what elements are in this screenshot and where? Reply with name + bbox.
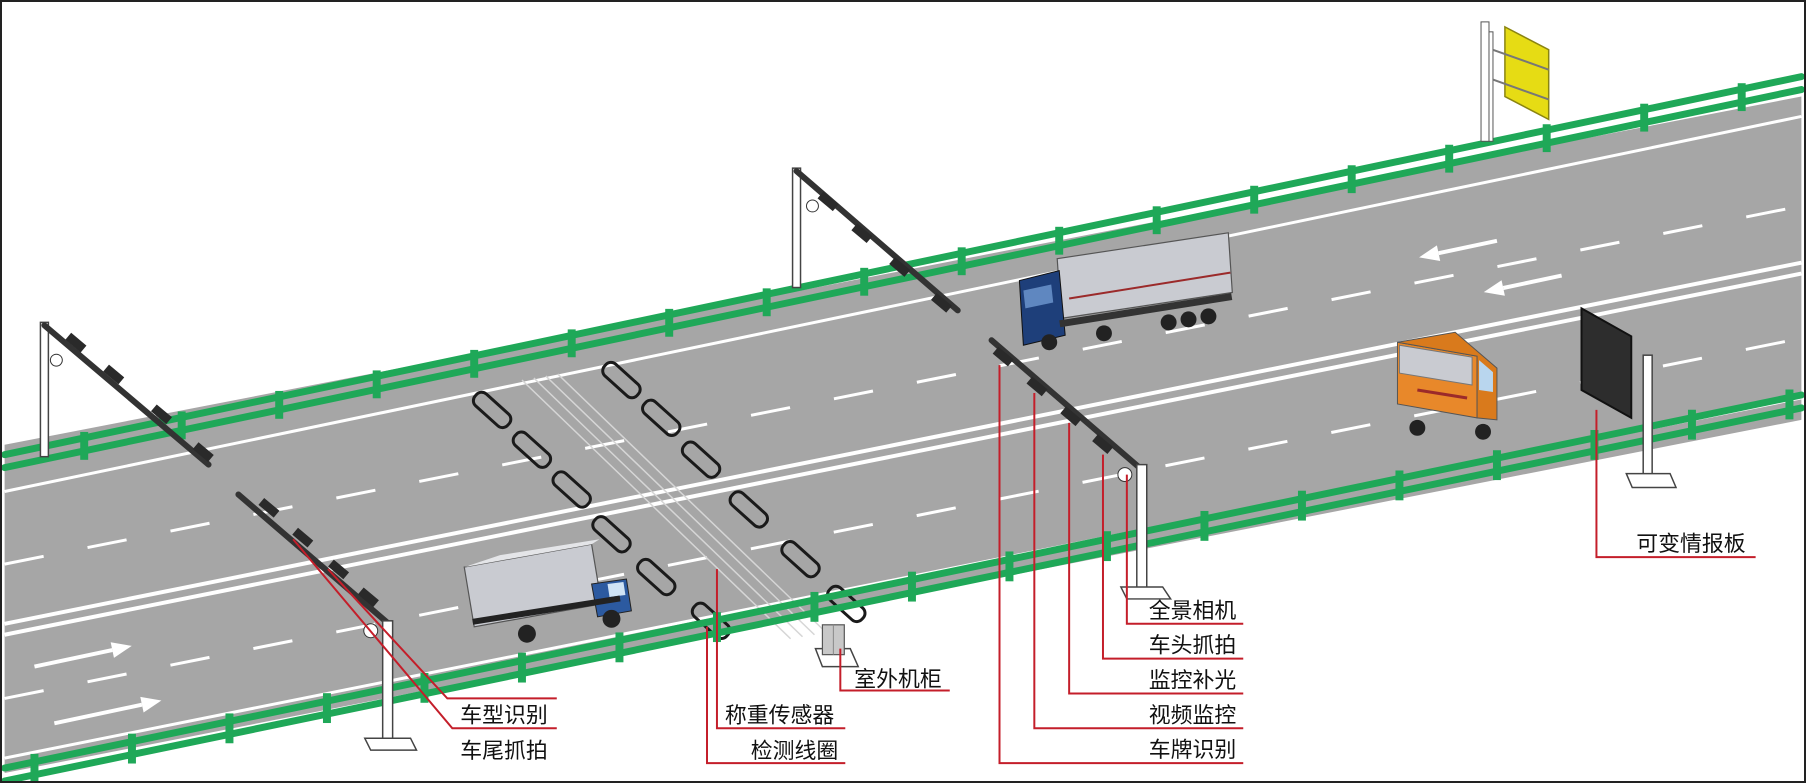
detection-loop — [601, 360, 642, 400]
near-guardrail — [2, 391, 1804, 781]
guardrail-post — [225, 713, 234, 744]
guardrail-post — [1737, 83, 1746, 112]
arrow-right-icon — [34, 642, 132, 669]
orange-van — [1396, 331, 1498, 440]
guardrail-post — [1005, 551, 1014, 582]
guardrail-post — [470, 349, 479, 378]
detection-loop — [636, 557, 677, 597]
guardrail-post — [1055, 226, 1064, 255]
label-monitor-light: 监控补光 — [1149, 668, 1237, 693]
guardrail-post — [80, 431, 89, 460]
guardrail-post — [860, 267, 869, 296]
guardrail-post — [615, 632, 624, 663]
detection-loop — [641, 398, 682, 438]
gantry-center-near — [988, 337, 1173, 600]
guardrail-post — [762, 288, 771, 317]
outdoor-cabinet — [814, 624, 860, 668]
detection-loops — [471, 360, 867, 641]
guardrail-post — [1687, 409, 1696, 440]
guardrail-post — [1297, 490, 1306, 521]
direction-arrows — [34, 238, 1563, 726]
label-video-monitor: 视频监控 — [1149, 703, 1237, 728]
label-rear-capture: 车尾抓拍 — [460, 739, 548, 764]
guardrail-post — [567, 329, 576, 358]
guardrail-post — [665, 308, 674, 337]
guardrail-post — [127, 733, 136, 764]
label-vehicle-type: 车型识别 — [460, 703, 548, 728]
label-weighing-sensor: 称重传感器 — [725, 703, 834, 728]
weighing-sensor-strips — [521, 373, 827, 640]
road-surface — [4, 96, 1802, 774]
label-loop-detector: 检测线圈 — [751, 739, 839, 764]
guardrail-post — [810, 591, 819, 622]
lane-markings — [4, 114, 1802, 760]
guardrail-post — [1200, 510, 1209, 541]
guardrail-post — [1542, 124, 1551, 153]
guardrail-post — [957, 247, 966, 276]
semi-truck — [1018, 232, 1233, 351]
guardrail-post — [275, 390, 284, 419]
detection-loop — [511, 430, 553, 469]
guardrail-post — [30, 753, 39, 781]
gantry-center-far — [791, 167, 961, 314]
guardrail-post — [1102, 531, 1111, 562]
guardrail-post — [1347, 165, 1356, 194]
label-front-capture: 车头抓拍 — [1149, 634, 1237, 659]
labels: 车型识别 车尾抓拍 称重传感器 检测线圈 室外机柜 全景相机 车头抓拍 监控补光… — [460, 532, 1745, 764]
guardrail-post — [177, 411, 186, 440]
detection-loop — [471, 390, 513, 430]
arrow-left-icon — [1419, 238, 1498, 261]
detection-loop — [680, 440, 722, 479]
label-panorama-camera: 全景相机 — [1149, 599, 1237, 624]
detection-loop — [591, 515, 632, 554]
label-outdoor-cabinet: 室外机柜 — [854, 667, 942, 692]
leader-lines — [292, 365, 1756, 765]
guardrail-post — [1152, 206, 1161, 235]
arrow-right-icon — [53, 696, 162, 726]
guardrail-post — [1785, 389, 1794, 420]
gantry-left-far — [39, 321, 214, 468]
gantry-left-near — [235, 491, 418, 751]
label-variable-message-board: 可变情报板 — [1636, 532, 1745, 557]
guardrail-post — [1492, 450, 1501, 481]
guardrail-post — [322, 693, 331, 724]
detection-loop — [780, 539, 821, 579]
detection-loop — [551, 470, 592, 509]
guardrail-post — [1590, 429, 1599, 460]
detection-loop — [728, 490, 770, 529]
guardrail-post — [420, 672, 429, 703]
guardrail-post — [1640, 103, 1649, 132]
guardrail-post — [1250, 185, 1259, 214]
guardrail-post — [517, 652, 526, 683]
arrow-left-icon — [1483, 273, 1563, 296]
label-plate-recognition: 车牌识别 — [1149, 738, 1237, 763]
guardrail-post — [1445, 144, 1454, 173]
box-truck — [463, 539, 632, 643]
variable-message-board — [1580, 306, 1678, 489]
guardrail-post — [372, 370, 381, 399]
guardrail-post — [1395, 470, 1404, 501]
overhead-guide-sign — [1480, 21, 1550, 142]
guardrail-post — [907, 571, 916, 602]
